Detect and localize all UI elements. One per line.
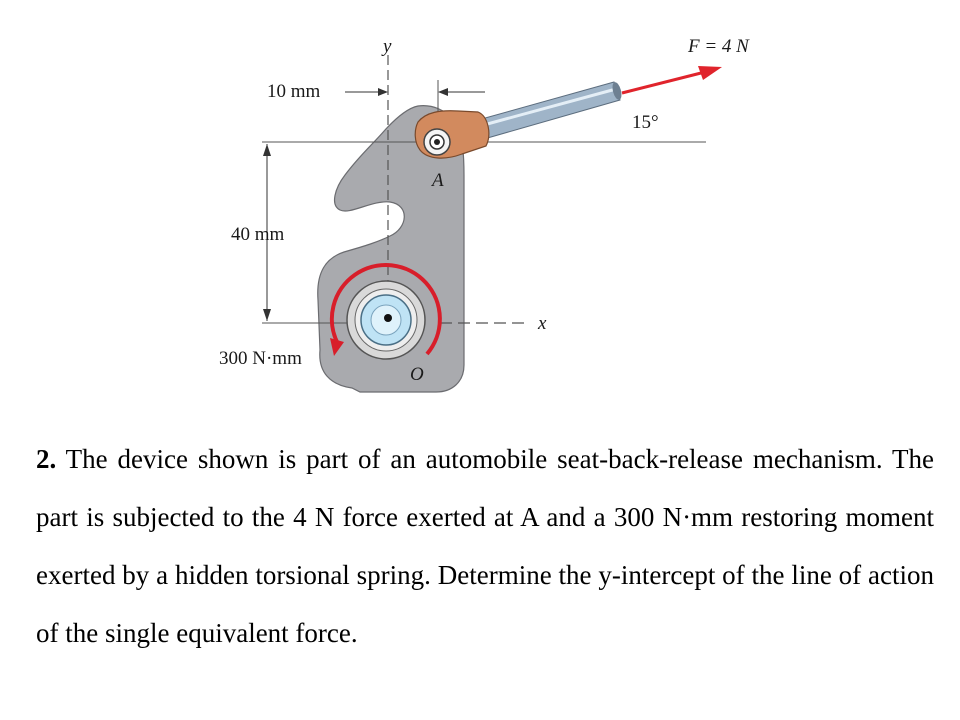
pull-rod [477, 81, 622, 140]
moment-label: 300 N·mm [219, 348, 302, 369]
x-axis-label: x [537, 313, 547, 334]
angle-label: 15° [632, 112, 659, 133]
force-label: F = 4 N [687, 36, 750, 57]
hub-o [346, 280, 426, 360]
dim-left-label: 40 mm [231, 224, 285, 245]
point-a-label: A [430, 170, 444, 191]
moment-arrow [329, 263, 442, 356]
dim-left-arrowhead-bottom [263, 309, 271, 321]
dim-left-arrowhead-top [263, 144, 271, 156]
problem-text: The device shown is part of an automobil… [36, 444, 934, 648]
dim-top-label: 10 mm [267, 81, 321, 102]
problem-number: 2. [36, 444, 57, 474]
dim-top-arrowhead-right [438, 88, 448, 96]
dim-top-arrowhead-left [378, 88, 388, 96]
moment-arrowhead [330, 338, 344, 356]
point-o-label: O [410, 364, 424, 385]
y-axis-label: y [381, 36, 392, 57]
seat-release-diagram: y x F = 4 N 15° 10 mm 40 mm 300 N·mm A O [219, 36, 750, 393]
pin-a [423, 128, 451, 156]
problem-statement: 2. The device shown is part of an automo… [36, 430, 934, 662]
force-arrowhead [698, 66, 722, 80]
force-arrow-shaft [621, 70, 706, 95]
